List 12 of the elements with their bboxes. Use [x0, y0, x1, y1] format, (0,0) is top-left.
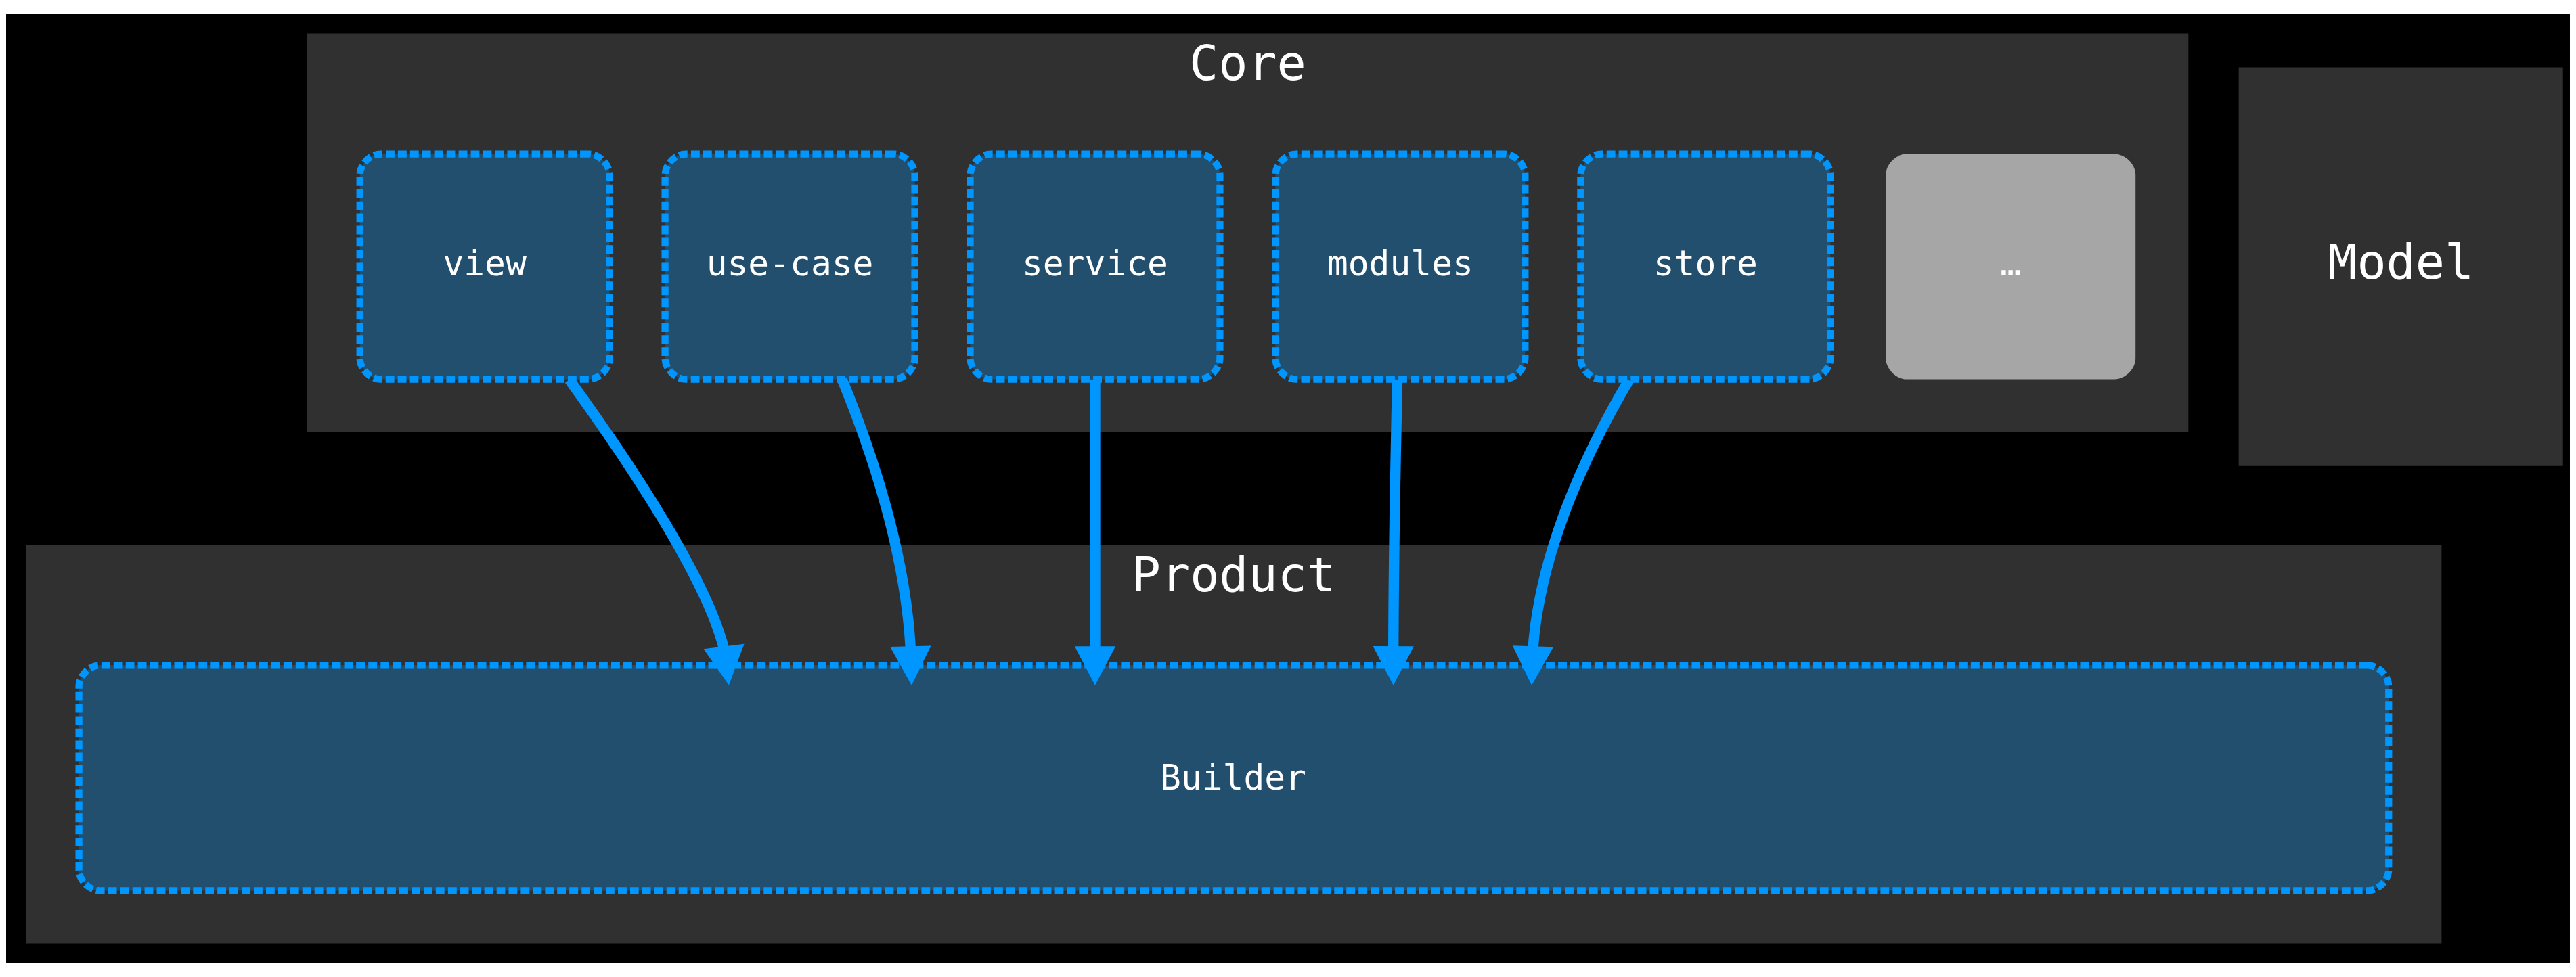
node-box: modules [1272, 150, 1529, 383]
node-box: Builder [75, 662, 2393, 894]
arrow [1373, 379, 1414, 685]
arrow [837, 377, 931, 685]
node-box: Model [2238, 67, 2563, 466]
node-box: store [1577, 150, 1834, 383]
arrow [1512, 377, 1634, 685]
node-box: view [356, 150, 613, 383]
node-box: service [967, 150, 1224, 383]
node-box: … [1886, 154, 2136, 380]
arrow [1074, 379, 1116, 685]
node-box: use-case [661, 150, 918, 383]
